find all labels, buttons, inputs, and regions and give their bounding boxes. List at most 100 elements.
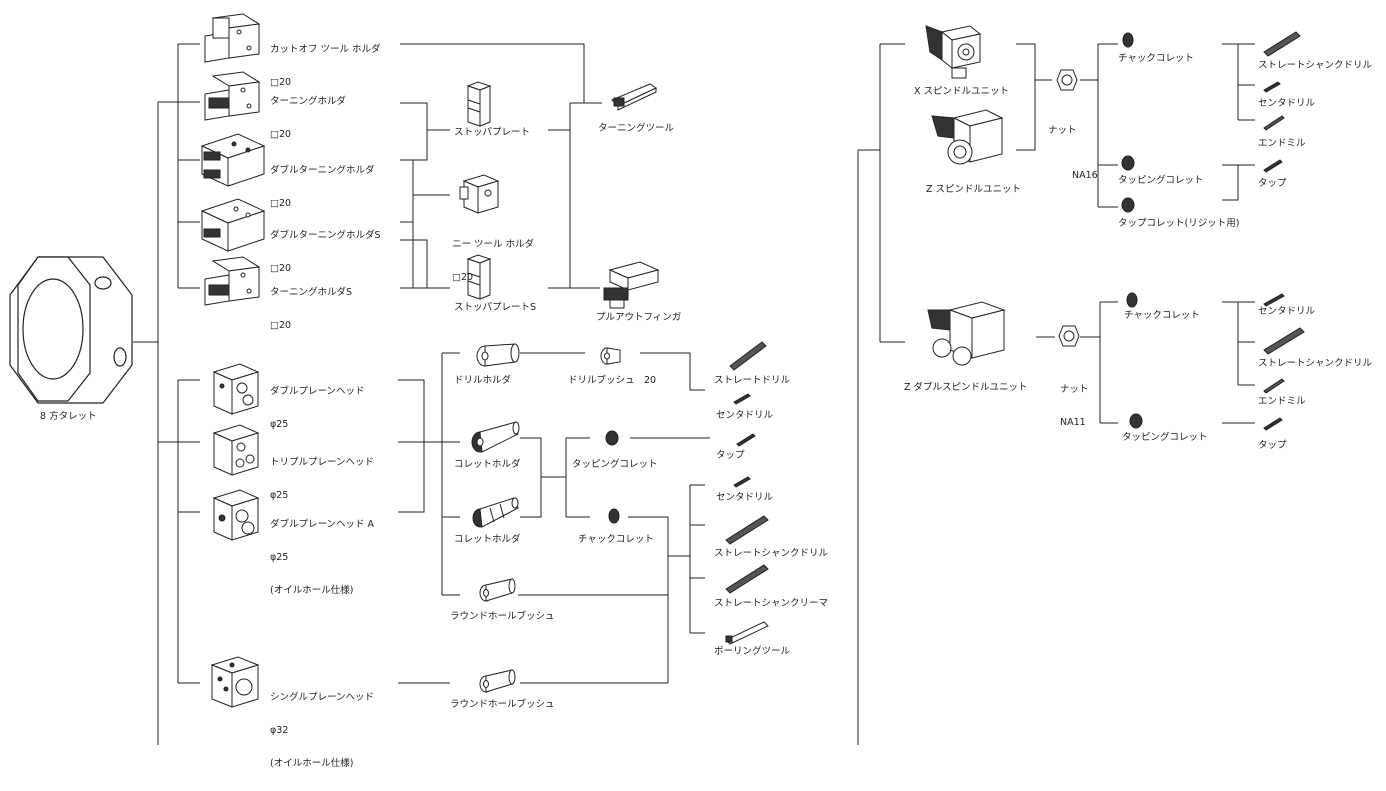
label-line: ターニングホルダ [270, 96, 346, 107]
connector-line [400, 103, 450, 160]
connector-line [1222, 302, 1255, 385]
straight-shank-drill-icon [724, 514, 770, 544]
chuck-collet-b-icon [1124, 292, 1140, 308]
chuck-collet-a-label: チャックコレット [1118, 53, 1194, 64]
chuck-collet-label: チャックコレット [578, 534, 654, 545]
double-plain-head-icon [208, 362, 263, 417]
label-line: φ25 [270, 419, 365, 430]
tapping-collet-b-label: タッピングコレット [1122, 432, 1208, 443]
triple-plain-head-icon [208, 423, 263, 478]
turret-label: 8 方タレット [40, 411, 97, 422]
connector-line [1100, 302, 1118, 423]
label-line: シングルプレーンヘッド [270, 692, 374, 703]
connector-line [1016, 44, 1052, 150]
connector-line [520, 438, 590, 517]
label-line: NA16 [1072, 170, 1108, 181]
z-spindle-unit-icon [930, 108, 1004, 172]
straight-shank-reamer-label: ストレートシャンクリーマ [714, 598, 828, 609]
single-plain-head-icon [206, 655, 264, 710]
straight-drill-label: ストレートドリル [714, 375, 790, 386]
connector-line [400, 240, 450, 288]
straight-shank-drill-label: ストレートシャンクドリル [714, 548, 828, 559]
tooling-system-diagram: 8 方タレット カットオフ ツール ホルダ □20 ターニングホルダ □20 ダ… [0, 0, 1386, 753]
connector-line [1222, 165, 1255, 200]
tap-icon [735, 432, 757, 446]
label-line: (オイルホール仕様) [270, 585, 374, 596]
cutoff-holder-icon [203, 14, 263, 64]
chuck-collet-icon [606, 508, 622, 524]
center-drill-b-label: センタドリル [1258, 306, 1315, 317]
end-mill-b-label: エンドミル [1258, 396, 1306, 407]
connector-line [398, 595, 668, 683]
z-double-spindle-unit-icon [926, 300, 1006, 370]
end-mill-a-icon [1262, 114, 1286, 130]
chuck-collet-a-icon [1120, 32, 1136, 48]
connector-line [1222, 44, 1255, 120]
label-line: ナット [1048, 125, 1108, 136]
center-drill-2-label: センタドリル [716, 492, 773, 503]
label-line: トリプルプレーンヘッド [270, 457, 374, 468]
turning-holder-s-icon [203, 257, 263, 307]
label-line: □20 [270, 129, 346, 140]
label-line: NA11 [1060, 417, 1089, 428]
tap-b-icon [1262, 416, 1284, 430]
boring-tool-icon [724, 620, 770, 644]
drill-bush-label: ドリルブッシュ 20 [568, 375, 656, 386]
nut-na16-label: ナット NA16 [1048, 103, 1108, 203]
tap-a-icon [1262, 158, 1284, 172]
label-line: ナット [1060, 384, 1089, 395]
connector-line [628, 485, 705, 683]
label-line: ニー ツール ホルダ [452, 239, 534, 250]
drill-holder-icon [475, 340, 521, 368]
straight-shank-drill-b-icon [1262, 326, 1306, 354]
end-mill-a-label: エンドミル [1258, 138, 1306, 149]
collet-holder-icon [470, 418, 522, 454]
drill-holder-label: ドリルホルダ [454, 375, 511, 386]
collet-holder-2-icon [470, 494, 522, 530]
center-drill-a-label: センタドリル [1258, 98, 1315, 109]
collet-holder-2-label: コレットホルダ [454, 534, 521, 545]
straight-shank-reamer-icon [724, 563, 770, 593]
center-drill-b-icon [1262, 292, 1286, 306]
double-plain-head-a-label: ダブルプレーンヘッド A φ25 (オイルホール仕様) [270, 497, 374, 618]
collet-holder-label: コレットホルダ [454, 459, 521, 470]
center-drill-2-icon [732, 475, 752, 487]
connector-line [400, 160, 450, 288]
round-hole-bush-2-icon [478, 668, 516, 694]
pull-out-finger-icon [600, 262, 662, 310]
round-hole-bush-icon [478, 577, 516, 603]
z-double-spindle-unit-label: Z ダブルスピンドルユニット [904, 382, 1028, 393]
double-plain-head-a-icon [208, 488, 263, 543]
connector-line [398, 380, 442, 512]
tapping-collet-icon [604, 430, 620, 446]
tap-a-label: タップ [1258, 178, 1287, 189]
label-line: カットオフ ツール ホルダ [270, 44, 381, 55]
label-line: (オイルホール仕様) [270, 758, 374, 769]
tap-b-label: タップ [1258, 440, 1287, 451]
x-spindle-unit-label: X スピンドルユニット [914, 86, 1009, 97]
round-hole-bush-label: ラウンドホールブッシュ [450, 611, 555, 622]
tapping-collet-a-icon [1120, 155, 1136, 171]
label-line: □20 [452, 272, 534, 283]
connector-line [442, 353, 460, 595]
straight-shank-drill-a-icon [1262, 30, 1302, 56]
chuck-collet-b-label: チャックコレット [1124, 310, 1200, 321]
tapping-collet-label: タッピングコレット [572, 459, 658, 470]
knee-tool-holder-icon [458, 173, 502, 213]
round-hole-bush-2-label: ラウンドホールブッシュ [450, 699, 555, 710]
center-drill-icon [732, 392, 752, 404]
connector-line [158, 44, 200, 288]
tapping-collet-a-label: タッピングコレット [1118, 175, 1204, 186]
turning-holder-s-label: ターニングホルダS □20 [270, 265, 352, 353]
label-line: ダブルプレーンヘッド [270, 386, 365, 397]
double-turning-holder-icon [198, 130, 268, 190]
label-line: ダブルターニングホルダS [270, 230, 381, 241]
tapping-collet-b-icon [1128, 413, 1144, 429]
connector-line [133, 102, 158, 745]
label-line: φ25 [270, 552, 374, 563]
tap-collet-rigid-label: タップコレット(リジット用) [1118, 218, 1239, 229]
single-plain-head-label: シングルプレーンヘッド φ32 (オイルホール仕様) [270, 670, 374, 791]
octagonal-turret-icon [8, 255, 134, 405]
stop-plate-icon [464, 82, 494, 126]
double-turning-holder-s-icon [198, 195, 268, 255]
